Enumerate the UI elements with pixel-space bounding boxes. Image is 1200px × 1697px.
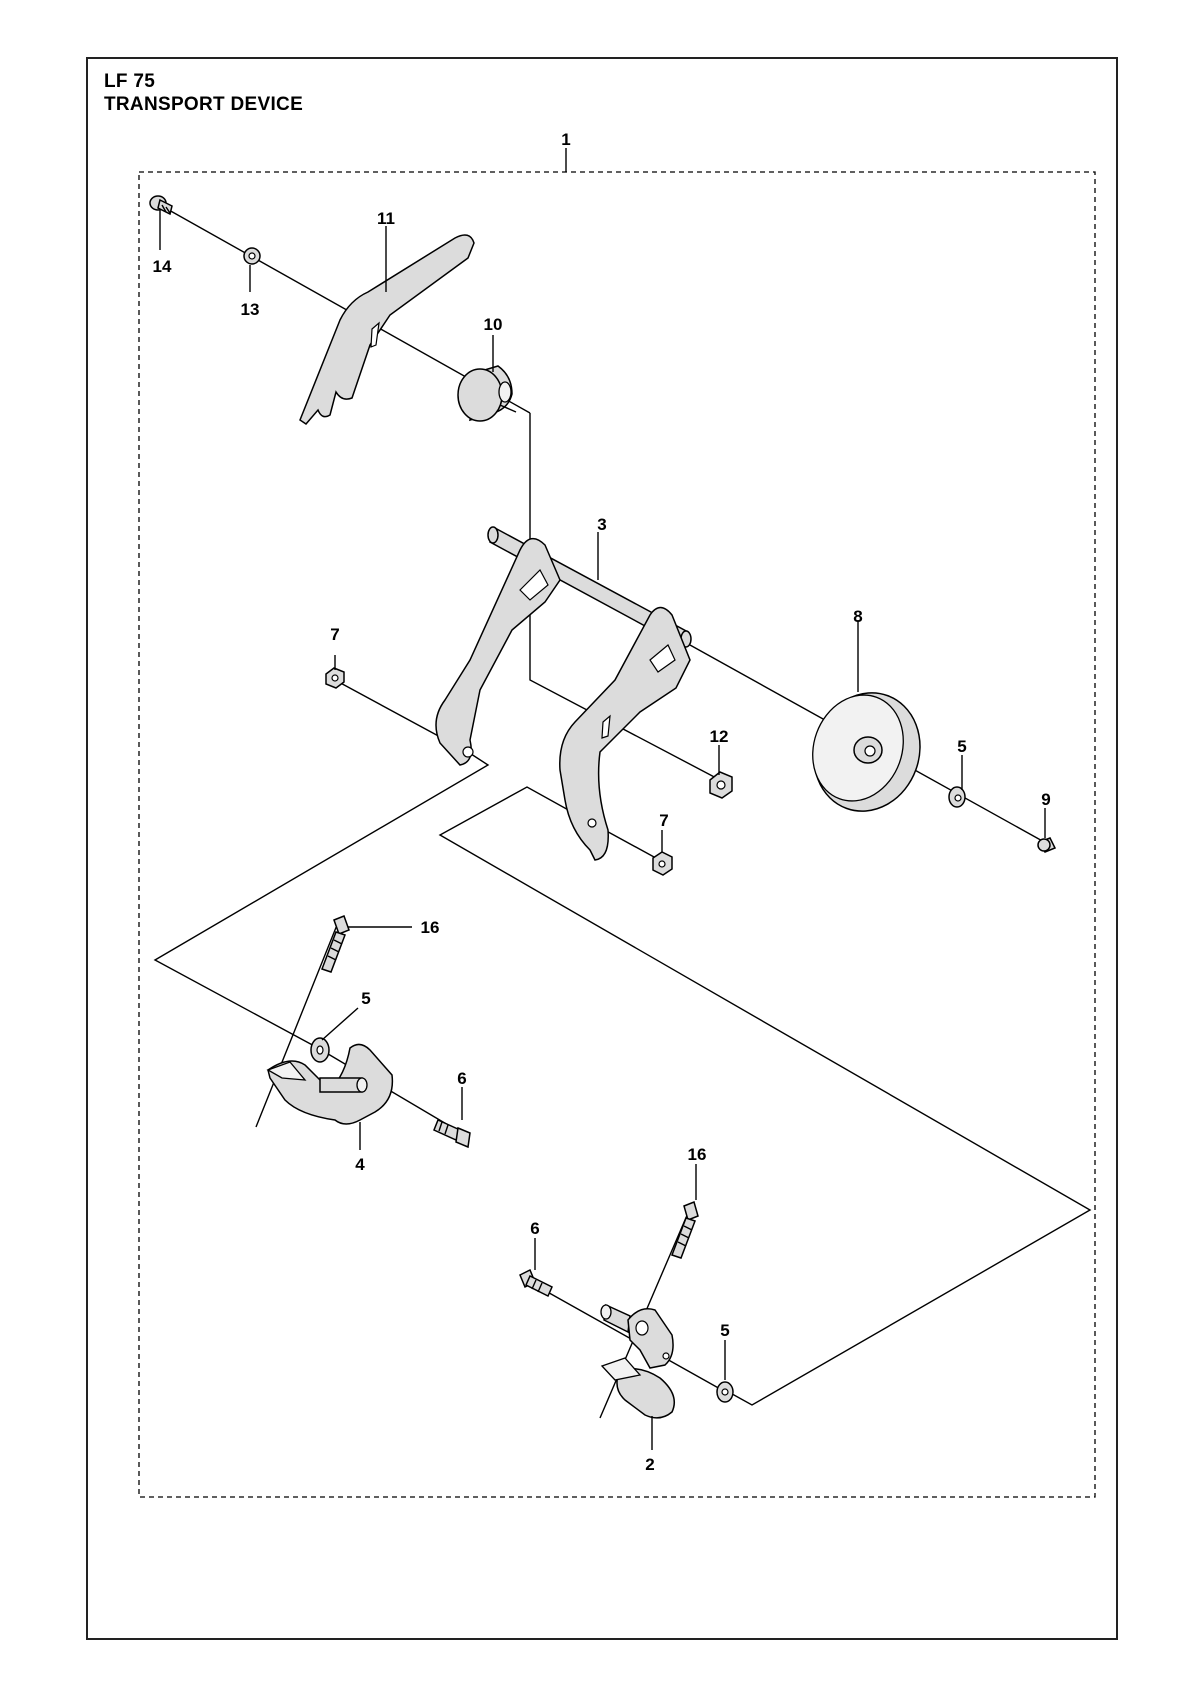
axis-16-through-4 <box>255 924 338 1128</box>
callout-12: 12 <box>710 727 729 746</box>
section-title: TRANSPORT DEVICE <box>104 94 304 115</box>
callout-3: 3 <box>597 515 606 534</box>
bolt-16-upper <box>321 915 350 973</box>
callout-1: 1 <box>561 130 570 149</box>
callout-9: 9 <box>1041 790 1050 809</box>
callout-14: 14 <box>153 257 172 276</box>
callout-4: 4 <box>355 1155 365 1174</box>
callout-7b: 7 <box>659 811 668 830</box>
callout-2: 2 <box>645 1455 654 1474</box>
callout-6b: 6 <box>530 1219 539 1238</box>
axis-bracket-to-4 <box>153 751 490 1049</box>
callout-8: 8 <box>853 607 862 626</box>
callout-16a: 16 <box>421 918 440 937</box>
title-block: LF 75 TRANSPORT DEVICE <box>104 70 303 116</box>
assembly-boundary <box>138 171 1096 1498</box>
drawing-frame <box>86 57 1118 1640</box>
axis-6-to-2 <box>534 1284 723 1391</box>
screw-14 <box>149 195 173 216</box>
callout-5-right: 5 <box>720 1321 729 1340</box>
axis-10-to-12 <box>529 413 721 781</box>
model-title: LF 75 <box>104 71 156 92</box>
nut-7-left <box>325 667 345 689</box>
bolt-6-right <box>519 1268 553 1298</box>
callout-16b: 16 <box>688 1145 707 1164</box>
foot-bracket-2 <box>600 1303 675 1419</box>
nut-7-right <box>652 851 673 876</box>
leader-5-left <box>321 1007 359 1041</box>
callout-5-left: 5 <box>361 989 370 1008</box>
wheel-8 <box>812 692 921 812</box>
callout-5-wheel: 5 <box>957 737 966 756</box>
washer-5-right <box>716 1381 734 1403</box>
callout-10: 10 <box>484 315 503 334</box>
frame-3 <box>435 526 692 861</box>
nut-12 <box>709 771 733 799</box>
callout-13: 13 <box>241 300 260 319</box>
callout-11: 11 <box>377 209 395 228</box>
bolt-6-left <box>433 1118 471 1149</box>
washer-5-left <box>310 1037 330 1063</box>
washer-13 <box>243 247 261 265</box>
screw-9 <box>1037 837 1057 853</box>
hook-bracket-4 <box>266 1043 394 1125</box>
bolt-16-lower <box>671 1200 699 1259</box>
callout-7a: 7 <box>330 625 339 644</box>
axis-bracket-to-2 <box>438 786 1092 1406</box>
buffer-10 <box>457 365 517 422</box>
washer-5-wheel <box>948 786 966 808</box>
callout-6a: 6 <box>457 1069 466 1088</box>
handle-lever-11 <box>299 234 475 425</box>
